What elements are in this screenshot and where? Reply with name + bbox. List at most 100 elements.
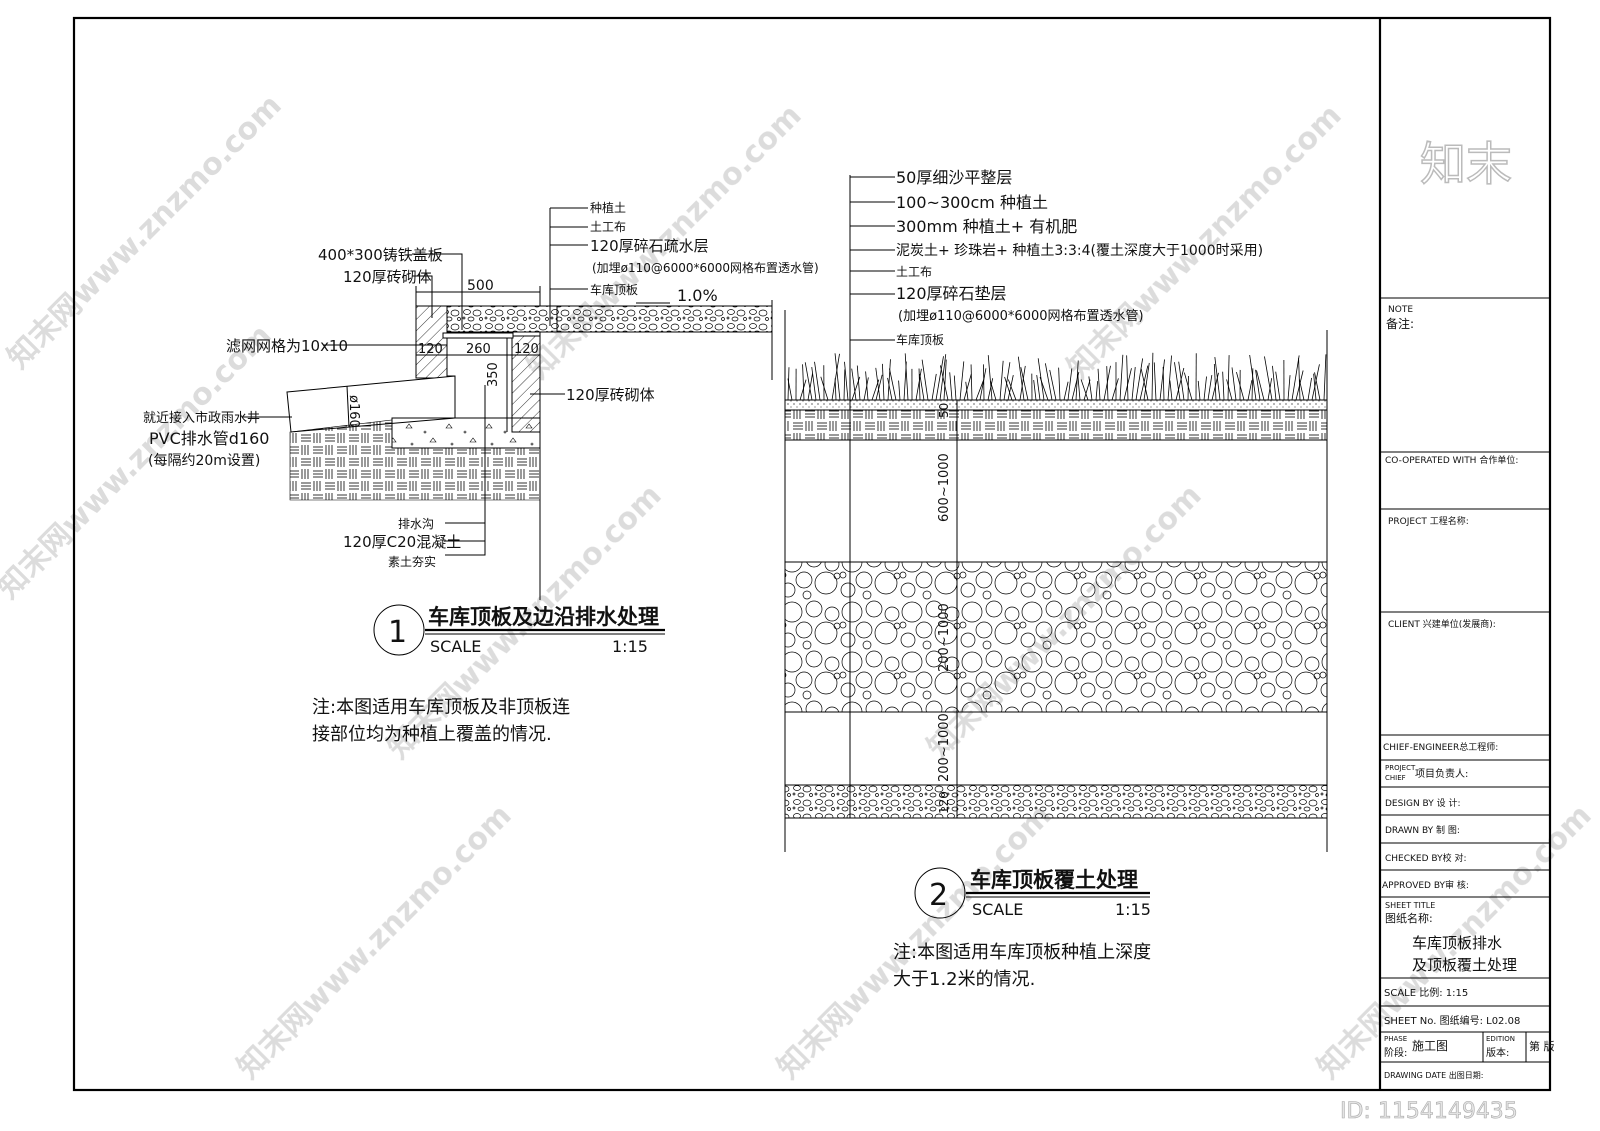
grass-blade [1106,366,1109,401]
label-pvc-pipe: PVC排水管d160 [149,429,269,448]
grass-blade [831,353,840,401]
grass-blade [804,362,813,401]
grass-blade [807,373,813,401]
grass-blade [1272,365,1277,401]
grass-blade [987,378,994,401]
grass-blade [1227,355,1230,401]
label-brick-wall: 120厚砖砌体 [566,386,655,404]
tb-sheet-title-line2: 及顶板覆土处理 [1412,956,1517,974]
grass-blade [1287,375,1291,401]
grass-blade [787,378,793,401]
grass-blade [1159,359,1165,401]
grass-blade [1313,373,1317,401]
label-pipe-spacing: (每隔约20m设置) [148,453,260,469]
grass-blade [865,371,869,401]
label-slope: 1.0% [677,286,718,305]
grass-blade [1175,367,1185,401]
grass-blade [1004,376,1013,401]
grass-blade [1095,381,1099,401]
grass-blade [1088,376,1093,401]
grass-blade [814,361,821,401]
tb-phase-value: 施工图 [1412,1039,1448,1053]
grass-blade [943,359,947,401]
grass-blade [889,368,897,401]
grass-blade [1213,364,1217,401]
grass-blade [887,377,893,401]
scale-value: 1:15 [612,637,648,656]
grass-blade [1063,381,1069,401]
title-block: NOTE 备注: CO-OPERATED WITH 合作单位: PROJECT … [1378,18,1555,1090]
grass-blade [953,375,957,401]
grass-blade [919,374,925,401]
grass-blade [875,367,881,401]
grass-blade [1197,380,1201,401]
grass-blade [1249,354,1257,401]
watermark-id: ID: 1154149435 [1340,1099,1518,1124]
grass-blade [863,377,869,401]
grass-blade [939,365,949,401]
label-brick: 120厚砖砌体 [343,268,432,286]
watermark-text: 知末网www.znzmo.com [231,798,519,1086]
grass-blade [1135,358,1144,401]
grass-blade [1174,362,1181,401]
tb-phase-cn: 阶段: [1384,1046,1407,1059]
detail-title: 车库顶板覆土处理 [970,868,1138,892]
grass-blade [904,353,909,401]
dim-500: 500 [467,278,494,294]
grass-blade [882,363,885,401]
detail-number-circle [373,604,425,656]
grass-blade [1111,378,1119,401]
grass-blade [1226,379,1233,401]
note-text: 接部位均为种植上覆盖的情况. [312,724,552,745]
grass-blade [1236,371,1245,401]
label-drain-pipe-note: (加埋ø110@6000*6000网格布置透水管) [592,260,819,275]
grass-blade [1214,357,1221,401]
grass-blade [987,355,993,401]
grass-blade [975,379,985,401]
tb-sheet-title-line1: 车库顶板排水 [1412,934,1502,952]
detail-title: 车库顶板及边沿排水处理 [428,605,659,629]
grass-blade [970,364,973,401]
watermark-text: 知末网www.znzmo.com [1061,98,1349,386]
grass-blade [1153,362,1157,401]
grass-blade [1067,368,1073,401]
dim-label: 200~1000 [937,713,952,782]
grass-blade [851,368,857,401]
grass-blade [1044,363,1053,401]
grass-blade [1178,361,1185,401]
tb-client: CLIENT 兴建单位(发展商): [1388,618,1496,630]
grass-blade [1049,369,1057,401]
grass-blade [1323,354,1327,401]
tb-sheet-title-cn: 图纸名称: [1385,911,1433,925]
grass-blade [965,381,969,401]
grass-blade [963,373,972,401]
grass-blade [921,359,929,401]
tb-drawing-date: DRAWING DATE 出图日期: [1384,1070,1483,1080]
label-outlet: 就近接入市政雨水井 [143,410,260,426]
grass-blade [1017,356,1025,401]
tb-design-by: DESIGN BY 设 计: [1385,797,1461,809]
grass-blade [1231,367,1237,401]
dim-120: 120 [514,342,539,357]
dim-label: 120 [937,791,951,814]
grass-blade [949,372,953,401]
label-planting-soil: 种植土 [590,200,626,215]
layer-label: (加埋ø110@6000*6000网格布置透水管) [898,308,1144,324]
grass-blade [802,364,805,401]
grass-blade [1264,356,1273,401]
layer-label: 车库顶板 [896,332,944,347]
label-geotextile: 土工布 [590,220,626,234]
detail-2-drawing: 50厚细沙平整层 100~300cm 种植土 300mm 种植土+ 有机肥 泥炭… [784,168,1328,990]
detail-number: 1 [388,615,407,650]
grass-blade [1298,357,1301,401]
layer-label: 100~300cm 种植土 [896,193,1048,212]
grass-blade [1003,362,1011,401]
label-compacted-soil: 素土夯实 [388,554,436,569]
layer-label: 50厚细沙平整层 [896,168,1012,187]
grass-blade [935,356,944,401]
grass-blade [1131,367,1136,401]
tb-edition-cn: 版本: [1486,1046,1509,1059]
grass-blade [875,374,883,401]
tb-note-en: NOTE [1388,305,1413,315]
label-concrete: 120厚C20混凝土 [343,533,461,551]
